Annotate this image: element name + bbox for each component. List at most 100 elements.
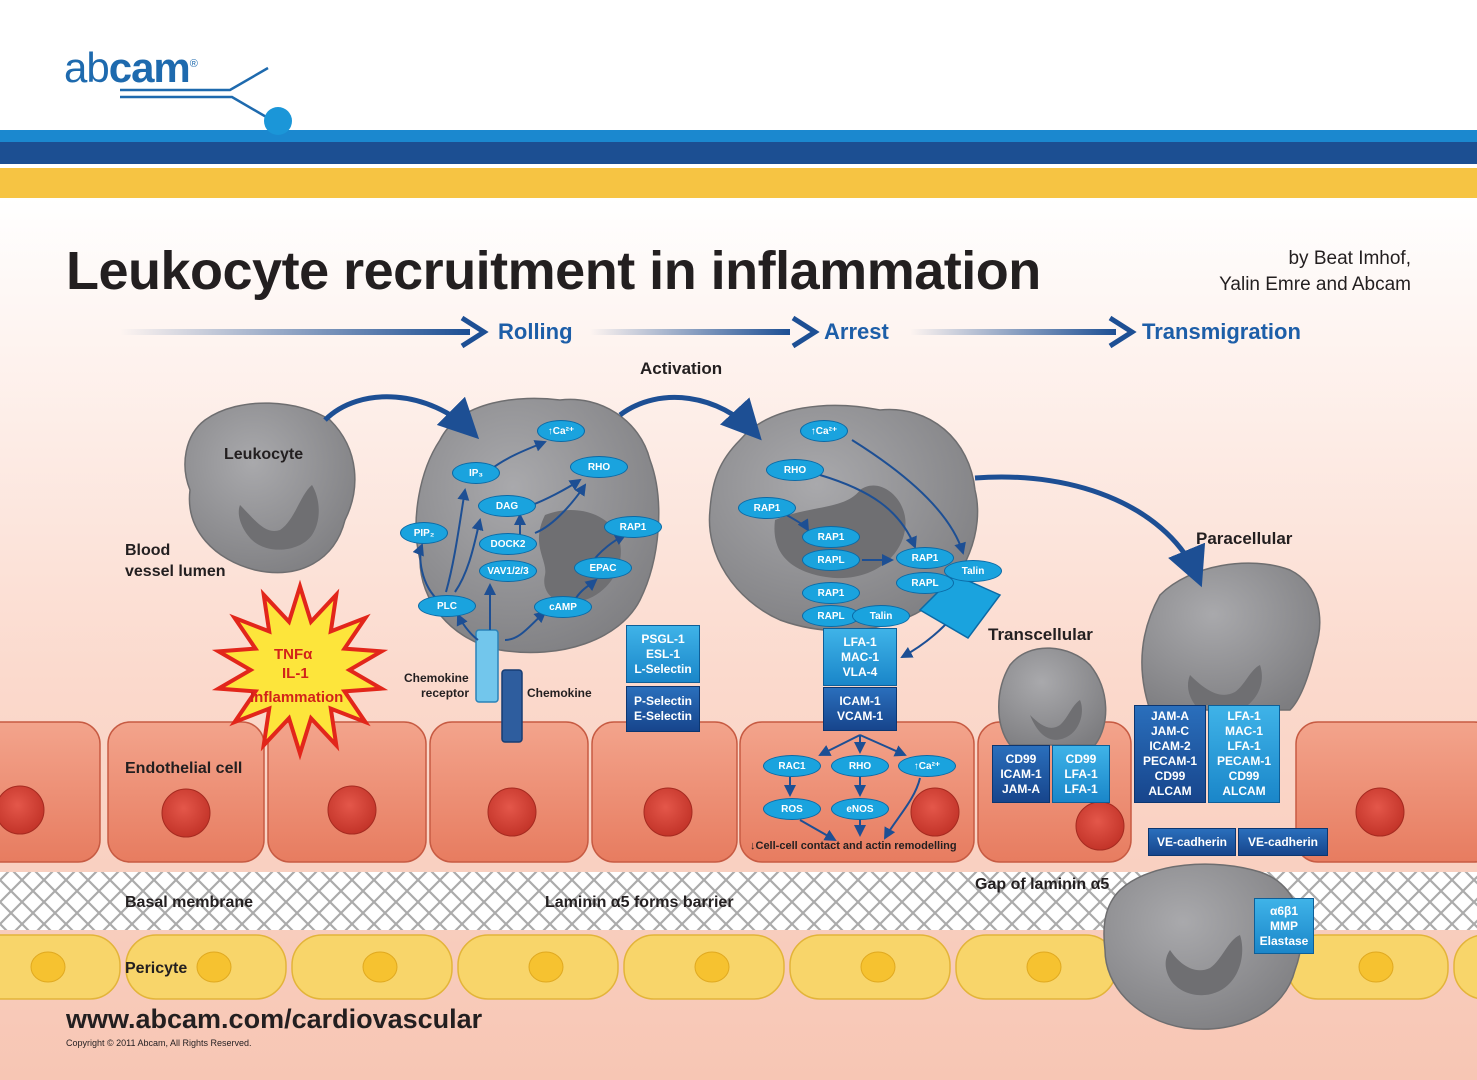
nucleus xyxy=(1075,801,1125,851)
basal-membrane-label: Basal membrane xyxy=(125,894,254,911)
molecule-ip3: IP₃ xyxy=(452,462,500,484)
box-line: VCAM-1 xyxy=(836,709,883,723)
stage-arrest: Arrest xyxy=(824,319,889,344)
box-line: VE-cadherin xyxy=(1156,834,1228,849)
molecule-dag: DAG xyxy=(478,495,536,517)
pericyte-nucleus xyxy=(860,951,896,983)
box-line: LFA-1 xyxy=(1064,781,1098,796)
box-line: PECAM-1 xyxy=(1216,754,1271,768)
pericyte-nucleus xyxy=(1026,951,1062,983)
box-line: E-Selectin xyxy=(633,709,693,723)
stage-transmigration: Transmigration xyxy=(1142,319,1301,344)
cell-contact-label: ↓Cell-cell contact and actin remodelling xyxy=(750,840,957,852)
molecule-rho: RHO xyxy=(570,456,628,478)
arrest-rap1-b: RAP1 xyxy=(802,526,860,548)
arrest-ca: ↑Ca²⁺ xyxy=(800,420,848,442)
molecule-epac: EPAC xyxy=(574,557,632,579)
pericyte-nucleus xyxy=(694,951,730,983)
box-line: α6β1 xyxy=(1269,903,1299,918)
leukocyte-label: Leukocyte xyxy=(224,446,304,463)
pericyte-nucleus xyxy=(196,951,232,983)
box-line: L-Selectin xyxy=(634,661,692,676)
arrest-rapl-a: RAPL xyxy=(802,549,860,571)
paracellular-label: Paracellular xyxy=(1196,529,1293,548)
box-line: LFA-1 xyxy=(1227,709,1261,723)
transcellular-label: Transcellular xyxy=(988,625,1093,644)
box-line: ESL-1 xyxy=(645,646,680,661)
nucleus xyxy=(643,787,693,837)
box-line: LFA-1 xyxy=(843,634,877,649)
box-line: MAC-1 xyxy=(841,649,879,664)
abcam-logo[interactable]: abcam® xyxy=(64,44,198,92)
endo-enos: eNOS xyxy=(831,798,889,820)
box-line: VE-cadherin xyxy=(1247,834,1319,849)
pericyte-nucleus xyxy=(30,951,66,983)
box-line: JAM-A xyxy=(1002,781,1040,796)
arrest-rap1-a: RAP1 xyxy=(738,497,796,519)
arrest-talin-a: Talin xyxy=(944,560,1002,582)
nucleus xyxy=(327,785,377,835)
endo-rho: RHO xyxy=(831,755,889,777)
molecule-ca: ↑Ca²⁺ xyxy=(537,420,585,442)
box-line: ALCAM xyxy=(1148,784,1192,798)
arrest-rapl-b: RAPL xyxy=(896,572,954,594)
box-line: CD99 xyxy=(1065,751,1097,766)
chemokine-receptor-label-1: Chemokine xyxy=(404,671,469,685)
tnf-label: TNFα xyxy=(274,646,313,663)
molecule-rap1: RAP1 xyxy=(604,516,662,538)
page-title: Leukocyte recruitment in inflammation xyxy=(66,241,1041,301)
registered-mark: ® xyxy=(189,58,198,70)
box-line: CD99 xyxy=(1228,769,1260,783)
logo-prefix: ab xyxy=(64,44,110,91)
box-line: ICAM-1 xyxy=(839,694,881,708)
box-line: JAM-C xyxy=(1151,724,1189,738)
pericyte-label: Pericyte xyxy=(125,960,188,977)
chemokine-label: Chemokine xyxy=(527,686,592,700)
copyright: Copyright © 2011 Abcam, All Rights Reser… xyxy=(66,1038,252,1048)
laminin-gap-label: Gap of laminin α5 xyxy=(975,876,1110,893)
box-line: JAM-A xyxy=(1151,709,1189,723)
nucleus xyxy=(487,787,537,837)
arrest-rap1-c: RAP1 xyxy=(896,547,954,569)
stage-rolling: Rolling xyxy=(498,319,573,344)
box-line: CD99 xyxy=(1154,769,1186,783)
molecule-vav: VAV1/2/3 xyxy=(479,560,537,582)
box-ve-cadherin-a: VE-cadherin xyxy=(1148,828,1236,856)
byline: by Beat Imhof, Yalin Emre and Abcam xyxy=(1219,246,1411,298)
box-line: ICAM-1 xyxy=(1000,766,1042,781)
box-line: CD99 xyxy=(1005,751,1037,766)
inflammation-label: Inflammation xyxy=(250,689,344,706)
blood-vessel-label-1: Blood xyxy=(125,542,171,559)
nucleus xyxy=(0,785,45,835)
box-ve-cadherin-b: VE-cadherin xyxy=(1238,828,1328,856)
footer-url[interactable]: www.abcam.com/cardiovascular xyxy=(66,1004,483,1034)
molecule-pip2: PIP₂ xyxy=(400,522,448,544)
nucleus xyxy=(910,787,960,837)
byline-line2: Yalin Emre and Abcam xyxy=(1219,274,1411,295)
blood-vessel-label-2: vessel lumen xyxy=(125,563,226,580)
molecule-plc: PLC xyxy=(418,595,476,617)
box-line: LFA-1 xyxy=(1227,739,1261,753)
arrest-talin-b: Talin xyxy=(852,605,910,627)
endo-ca: ↑Ca²⁺ xyxy=(898,755,956,777)
molecule-dock2: DOCK2 xyxy=(479,533,537,555)
box-line: PSGL-1 xyxy=(641,631,685,646)
laminin-barrier-label: Laminin α5 forms barrier xyxy=(545,894,734,911)
endo-ros: ROS xyxy=(763,798,821,820)
endo-rac1: RAC1 xyxy=(763,755,821,777)
il1-label: IL-1 xyxy=(282,665,309,682)
box-line: ALCAM xyxy=(1222,784,1266,798)
nucleus xyxy=(161,788,211,838)
pericyte-nucleus xyxy=(1358,951,1394,983)
arrest-rho: RHO xyxy=(766,459,824,481)
box-line: PECAM-1 xyxy=(1142,754,1197,768)
chemokine-receptor-label-2: receptor xyxy=(421,686,470,700)
logo-suffix: cam xyxy=(108,44,191,91)
